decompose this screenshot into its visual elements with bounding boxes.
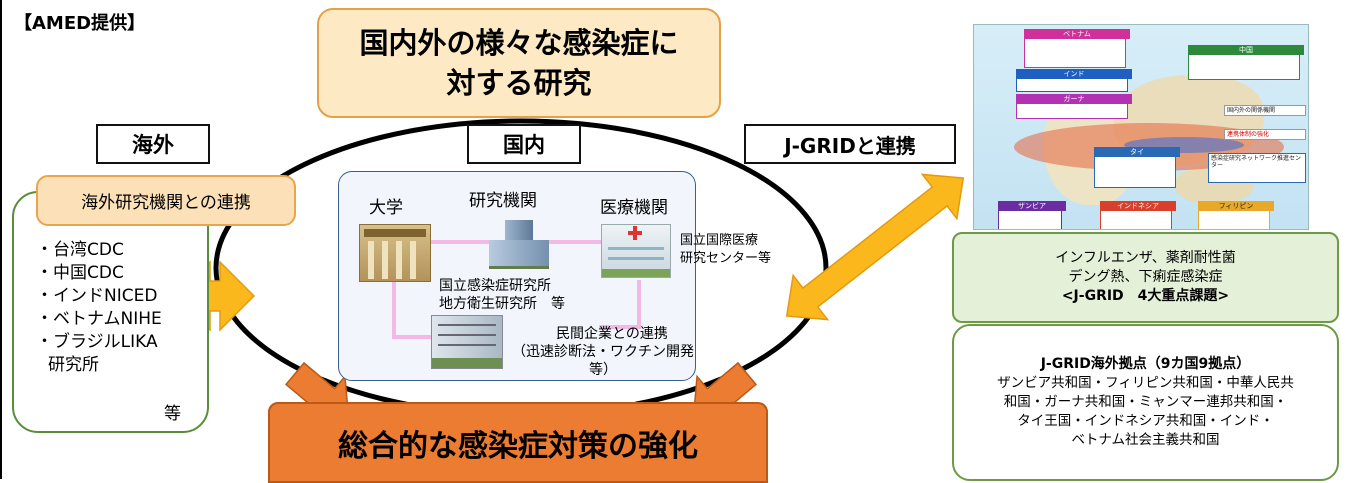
map-label-ghana: ガーナ (1016, 94, 1132, 104)
overseas-item: ・台湾CDC (36, 240, 124, 260)
domestic-label: 国内 (467, 124, 581, 164)
bases-line4: ベトナム社会主義共和国 (1071, 432, 1220, 448)
map-side-box-center: 感染症研究ネットワーク推進センター (1208, 153, 1306, 183)
university-label: 大学 (369, 198, 403, 218)
map-label-vietnam: ベトナム (1024, 29, 1130, 39)
bases-line3: タイ王国・インドネシア共和国・インド・ (1017, 413, 1274, 429)
provider-label: 【AMED提供】 (14, 13, 146, 34)
research-building-icon (489, 220, 549, 269)
overseas-etc: 等 (164, 404, 181, 424)
map-label-thailand: タイ (1094, 147, 1180, 157)
niid-line1: 国立感染症研究所 (439, 278, 551, 294)
private-line2: （迅速診断法・ワクチン開発等） (512, 344, 694, 378)
ncgm-line2: 研究センター等 (680, 251, 772, 266)
private-collab-label: 民間企業との連携 （迅速診断法・ワクチン開発等） (512, 325, 695, 379)
jgrid-topics-box: インフルエンザ、薬剤耐性菌 デング熱、下痢症感染症 <J-GRID 4大重点課題… (952, 232, 1339, 323)
map-side-box-partners: 国内外の関係機関 (1224, 105, 1306, 116)
domestic-box: 大学 研究機関 医療機関 国立感染症研究所 地方衛生研究所 等 民間企業との連携… (338, 171, 696, 381)
jgrid-bases-box: J-GRID海外拠点（9カ国9拠点） ザンビア共和国・フィリピン共和国・中華人民… (952, 324, 1339, 481)
jgrid-map-image: ベトナム インド ガーナ タイ ザンビア インドネシア フィリピン 中国 国内外… (973, 24, 1309, 230)
research-institute-label: 研究機関 (469, 191, 537, 211)
overseas-item: ・ベトナムNIHE (36, 309, 162, 329)
topics-line2: デング熱、下痢症感染症 (1068, 269, 1223, 285)
overseas-item: ・ブラジルLIKA (36, 332, 158, 352)
university-building-icon (359, 224, 431, 282)
research-title-line1: 国内外の様々な感染症に (359, 26, 679, 60)
jgrid-label: J-GRIDと連携 (744, 124, 956, 164)
map-side-box-strengthen: 連携体制の強化 (1224, 129, 1306, 140)
topics-line1: インフルエンザ、薬剤耐性菌 (1055, 250, 1236, 266)
bases-line2: 和国・ガーナ共和国・ミャンマー連邦共和国・ (1003, 394, 1288, 410)
overseas-list: ・台湾CDC ・中国CDC ・インドNICED ・ベトナムNIHE ・ブラジルL… (36, 239, 162, 377)
overseas-collab-box: 海外研究機関との連携 (36, 175, 296, 226)
map-label-india: インド (1016, 69, 1132, 79)
map-label-philippines: フィリピン (1198, 201, 1274, 211)
niid-label: 国立感染症研究所 地方衛生研究所 等 (439, 277, 565, 313)
overseas-list-box: ・台湾CDC ・中国CDC ・インドNICED ・ベトナムNIHE ・ブラジルL… (12, 191, 209, 433)
research-title-box: 国内外の様々な感染症に 対する研究 (317, 8, 721, 118)
private-line1: 民間企業との連携 (556, 326, 668, 342)
niid-line2: 地方衛生研究所 等 (439, 296, 565, 312)
ncgm-label: 国立国際医療 研究センター等 (680, 232, 771, 268)
ncgm-line1: 国立国際医療 (680, 233, 759, 248)
research-title-line2: 対する研究 (446, 66, 592, 100)
company-building-icon (431, 315, 503, 369)
jgrid-double-arrow (785, 173, 965, 321)
bases-line1: ザンビア共和国・フィリピン共和国・中華人民共 (997, 375, 1294, 391)
map-label-indonesia: インドネシア (1100, 201, 1176, 211)
map-label-zambia: ザンビア (998, 201, 1066, 211)
bottom-title-box: 総合的な感染症対策の強化 (268, 402, 768, 483)
page-frame-left (0, 0, 2, 479)
bases-title: J-GRID海外拠点（9カ国9拠点） (1040, 356, 1251, 372)
topics-line3: <J-GRID 4大重点課題> (1061, 288, 1230, 304)
domestic-links (392, 240, 641, 339)
overseas-item: 研究所 (48, 355, 99, 375)
map-label-china: 中国 (1188, 45, 1304, 55)
overseas-label: 海外 (96, 124, 210, 164)
overseas-item: ・インドNICED (36, 286, 158, 306)
overseas-item: ・中国CDC (36, 263, 124, 283)
medical-institute-label: 医療機関 (600, 198, 668, 218)
hospital-icon (601, 224, 671, 278)
